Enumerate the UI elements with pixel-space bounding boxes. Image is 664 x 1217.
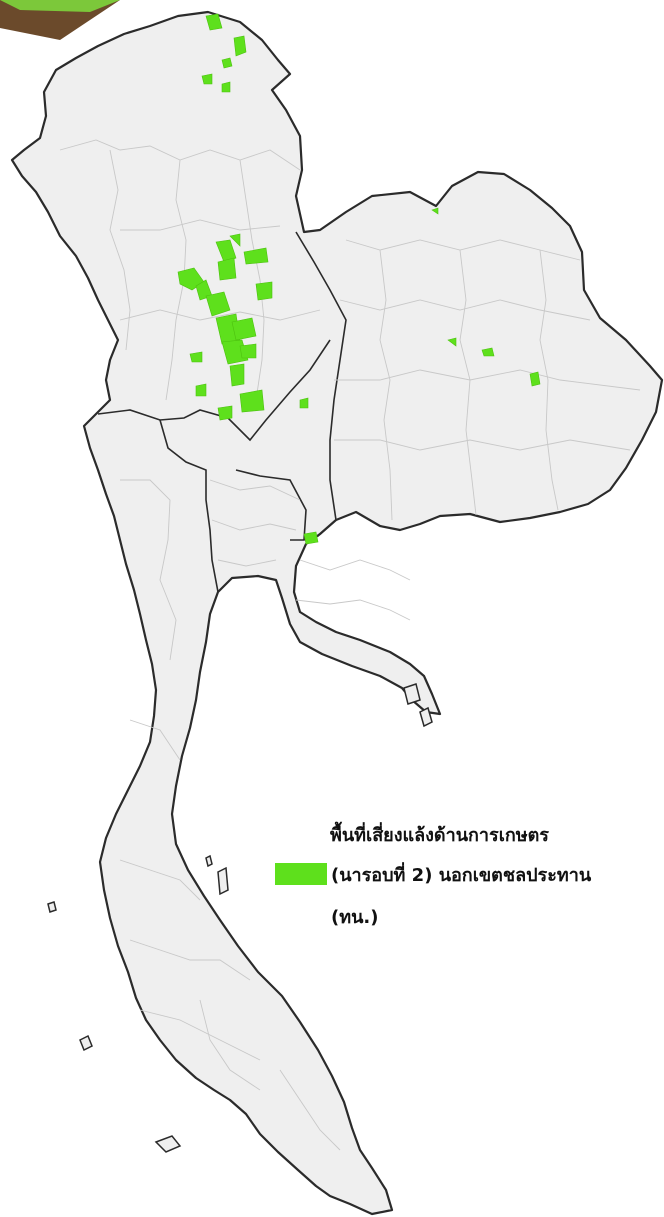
legend-swatch xyxy=(275,863,327,885)
islands xyxy=(47,683,433,1153)
legend-label-abbrev: (ทน.) xyxy=(331,907,379,928)
province-borders xyxy=(59,139,641,1151)
corner-tile-icon xyxy=(0,0,120,40)
legend-label: (นารอบที่ 2) นอกเขตชลประทาน xyxy=(331,865,592,886)
thailand-land xyxy=(10,10,664,1216)
legend-title: พื้นที่เสี่ยงแล้งด้านการเกษตร xyxy=(330,825,549,846)
drought-risk-areas xyxy=(177,13,541,545)
